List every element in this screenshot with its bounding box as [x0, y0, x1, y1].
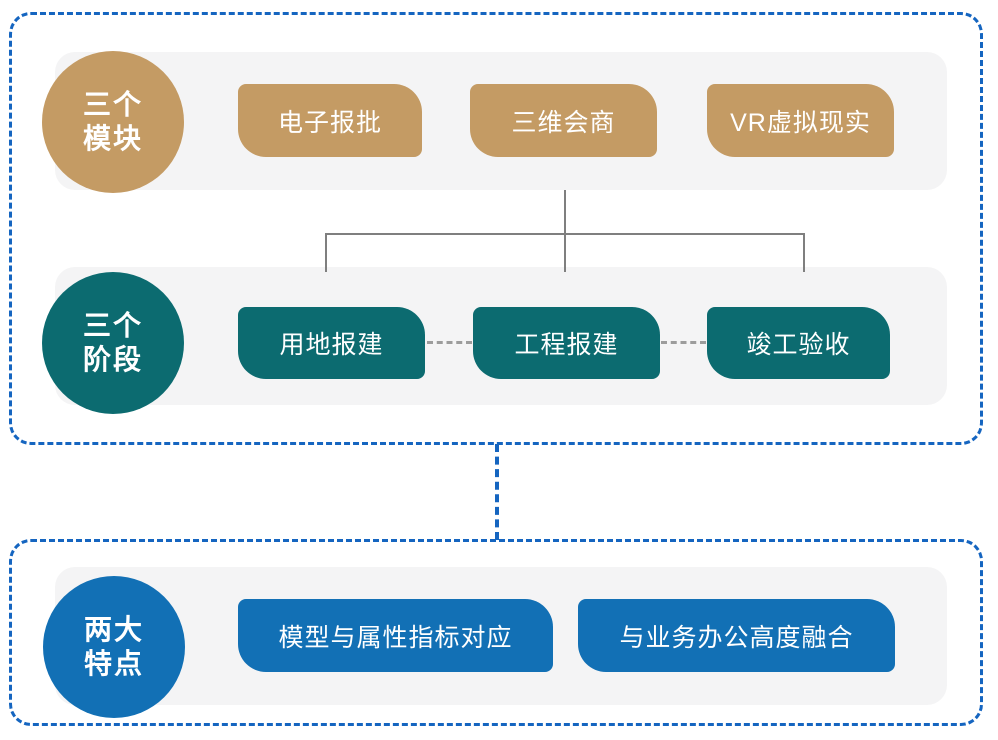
features-panel [9, 539, 983, 726]
phases-circle-line2: 阶段 [82, 344, 143, 375]
features-circle-badge: 两大 特点 [43, 576, 185, 718]
module-item-3d-consultation[interactable]: 三维会商 [470, 84, 657, 157]
module-item-electronic-approval[interactable]: 电子报批 [238, 84, 422, 157]
module-item-vr[interactable]: VR虚拟现实 [707, 84, 894, 157]
features-circle-line1: 两大 [83, 614, 144, 646]
connector-vertical-right [803, 234, 805, 272]
feature-item-model-attribute-mapping[interactable]: 模型与属性指标对应 [238, 599, 553, 672]
phase-item-land-use[interactable]: 用地报建 [238, 307, 425, 379]
phase-dash-connector-1 [427, 341, 472, 344]
modules-phases-panel [9, 12, 983, 445]
connector-vertical-top [564, 190, 566, 234]
panel-connector-dashed-line [495, 444, 499, 540]
modules-circle-line2: 模块 [82, 123, 143, 154]
phases-circle-badge: 三个 阶段 [42, 272, 184, 414]
modules-circle-badge: 三个 模块 [42, 51, 184, 193]
modules-circle-line1: 三个 [82, 89, 143, 121]
connector-vertical-left [325, 234, 327, 272]
phases-circle-line1: 三个 [82, 310, 143, 342]
features-circle-line2: 特点 [83, 648, 144, 679]
phase-item-completion[interactable]: 竣工验收 [707, 307, 890, 379]
connector-vertical-middle [564, 234, 566, 272]
phase-item-construction[interactable]: 工程报建 [473, 307, 660, 379]
phase-dash-connector-2 [661, 341, 706, 344]
feature-item-office-integration[interactable]: 与业务办公高度融合 [578, 599, 895, 672]
